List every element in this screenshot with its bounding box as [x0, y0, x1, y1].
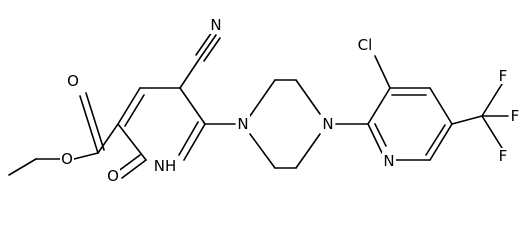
- bond: [295, 133, 321, 169]
- bond: [73, 152, 99, 160]
- bond: [429, 123, 453, 161]
- bond: [249, 133, 276, 169]
- bond: [178, 121, 199, 156]
- ring-carbonyl-oxygen-label: O: [107, 167, 119, 185]
- bond: [367, 123, 383, 154]
- label-backdrop: [382, 152, 396, 170]
- bond: [367, 87, 391, 125]
- chlorine-label: Cl: [358, 36, 373, 54]
- bond: [179, 87, 206, 125]
- bond: [8, 158, 37, 176]
- bond: [203, 37, 221, 62]
- bond: [116, 154, 141, 173]
- bond: [481, 115, 503, 149]
- bond: [195, 31, 213, 56]
- pyridine-nitrogen-label: N: [383, 152, 394, 170]
- bonds: [8, 31, 509, 179]
- atom-labels: O O N NH O N N N Cl F F F: [60, 16, 521, 185]
- fluorine-top-label: F: [499, 67, 508, 85]
- bond: [374, 55, 391, 89]
- label-backdrop: [153, 157, 177, 175]
- label-backdrop: [208, 16, 224, 34]
- label-backdrop: [321, 115, 335, 133]
- piperazine-nitrogen-right-label: N: [322, 115, 333, 133]
- bond: [374, 123, 387, 147]
- bond: [117, 123, 147, 161]
- nitrile-nitrogen-label: N: [210, 16, 221, 34]
- chemical-structure: O O N NH O N N N Cl F F F: [8, 16, 521, 185]
- bond: [97, 123, 119, 154]
- bond: [295, 79, 321, 115]
- bond: [124, 94, 145, 127]
- label-backdrop: [497, 68, 509, 84]
- bond: [249, 79, 276, 117]
- bond: [79, 95, 99, 154]
- bond: [429, 87, 453, 125]
- fluorine-right-label: F: [511, 107, 520, 125]
- ester-ether-oxygen-label: O: [61, 150, 73, 168]
- label-backdrop: [509, 108, 521, 124]
- bond: [183, 123, 206, 161]
- bond: [85, 92, 105, 151]
- ester-carbonyl-oxygen-label: O: [67, 72, 79, 90]
- bond: [481, 83, 503, 117]
- label-backdrop: [66, 73, 80, 89]
- bond: [425, 124, 446, 156]
- label-backdrop: [353, 36, 377, 54]
- label-backdrop: [60, 151, 74, 167]
- ring-nh-label: NH: [154, 157, 177, 175]
- label-backdrop: [106, 167, 120, 185]
- piperazine-nitrogen-left-label: N: [237, 115, 248, 133]
- fluorine-bottom-label: F: [499, 147, 508, 165]
- bond: [451, 115, 483, 125]
- label-backdrop: [497, 148, 509, 164]
- structure-canvas: O O N NH O N N N Cl F F F: [8, 16, 521, 185]
- bond: [199, 34, 217, 59]
- label-backdrop: [236, 115, 250, 133]
- bond: [117, 87, 141, 125]
- bond: [179, 57, 201, 89]
- bond: [121, 159, 147, 179]
